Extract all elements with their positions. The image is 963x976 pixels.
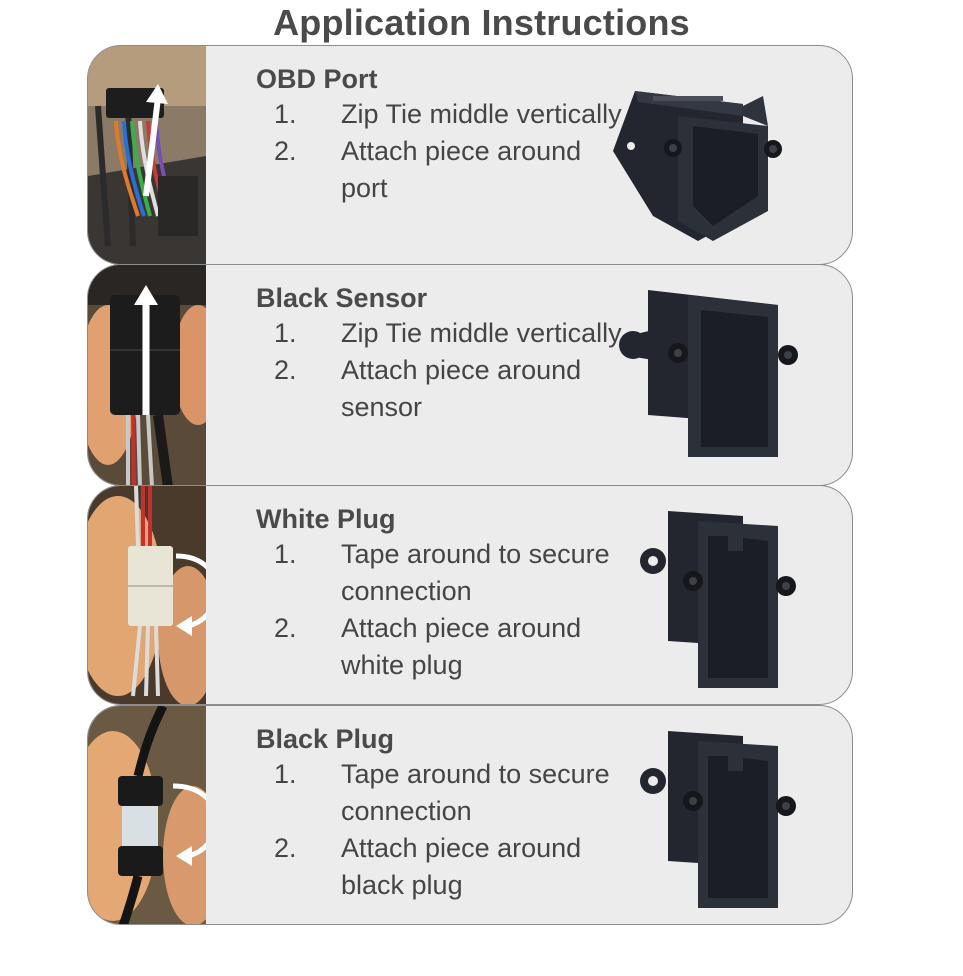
card-heading: Black Sensor (256, 283, 428, 313)
white-plug-photo (88, 486, 206, 704)
black-sensor-bracket-image (593, 275, 808, 475)
instruction-card-black-plug: Black Plug 1. Tape around to secure conne… (87, 705, 853, 925)
card-heading: OBD Port (256, 64, 378, 94)
step-item: 2. Attach piece around white plug (256, 610, 626, 684)
card-text: White Plug 1. Tape around to secure conne… (256, 502, 626, 684)
step-list: 1. Zip Tie middle vertically 2. Attach pie… (256, 315, 626, 426)
page-title: Application Instructions (273, 2, 690, 43)
step-text: Zip Tie middle vertically (341, 99, 622, 129)
step-number: 2. (274, 613, 297, 643)
step-number: 2. (274, 136, 297, 166)
step-text: Attach piece around black plug (341, 833, 582, 900)
step-list: 1. Tape around to secure connection 2. Att… (256, 756, 626, 904)
obd-port-bracket-image (593, 56, 808, 256)
card-text: OBD Port 1. Zip Tie middle vertically 2. A… (256, 62, 626, 207)
obd-port-photo (88, 46, 206, 264)
card-text: Black Plug 1. Tape around to secure conne… (256, 722, 626, 904)
black-plug-photo (88, 706, 206, 924)
step-item: 2. Attach piece around sensor (256, 352, 626, 426)
step-text: Tape around to secure connection (341, 759, 610, 826)
step-number: 2. (274, 355, 297, 385)
step-item: 1. Zip Tie middle vertically (256, 315, 626, 352)
step-text: Tape around to secure connection (341, 539, 610, 606)
step-text: Zip Tie middle vertically (341, 318, 622, 348)
step-item: 1. Tape around to secure connection (256, 756, 626, 830)
step-number: 2. (274, 833, 297, 863)
card-heading: White Plug (256, 504, 396, 534)
white-plug-bracket-image (593, 496, 808, 696)
card-heading: Black Plug (256, 724, 395, 754)
step-number: 1. (274, 318, 297, 348)
step-text: Attach piece around white plug (341, 613, 582, 680)
step-list: 1. Tape around to secure connection 2. Att… (256, 536, 626, 684)
instruction-card-white-plug: White Plug 1. Tape around to secure conne… (87, 485, 853, 705)
step-number: 1. (274, 759, 297, 789)
step-item: 1. Tape around to secure connection (256, 536, 626, 610)
card-text: Black Sensor 1. Zip Tie middle vertically… (256, 281, 626, 426)
step-text: Attach piece around port (341, 136, 582, 203)
instruction-card-obd-port: OBD Port 1. Zip Tie middle vertically 2. A… (87, 45, 853, 265)
black-plug-bracket-image (593, 716, 808, 916)
step-item: 1. Zip Tie middle vertically (256, 96, 626, 133)
step-item: 2. Attach piece around port (256, 133, 626, 207)
step-number: 1. (274, 539, 297, 569)
black-sensor-photo (88, 265, 206, 485)
step-item: 2. Attach piece around black plug (256, 830, 626, 904)
step-number: 1. (274, 99, 297, 129)
instruction-card-black-sensor: Black Sensor 1. Zip Tie middle vertically… (87, 264, 853, 486)
step-text: Attach piece around sensor (341, 355, 582, 422)
step-list: 1. Zip Tie middle vertically 2. Attach pie… (256, 96, 626, 207)
